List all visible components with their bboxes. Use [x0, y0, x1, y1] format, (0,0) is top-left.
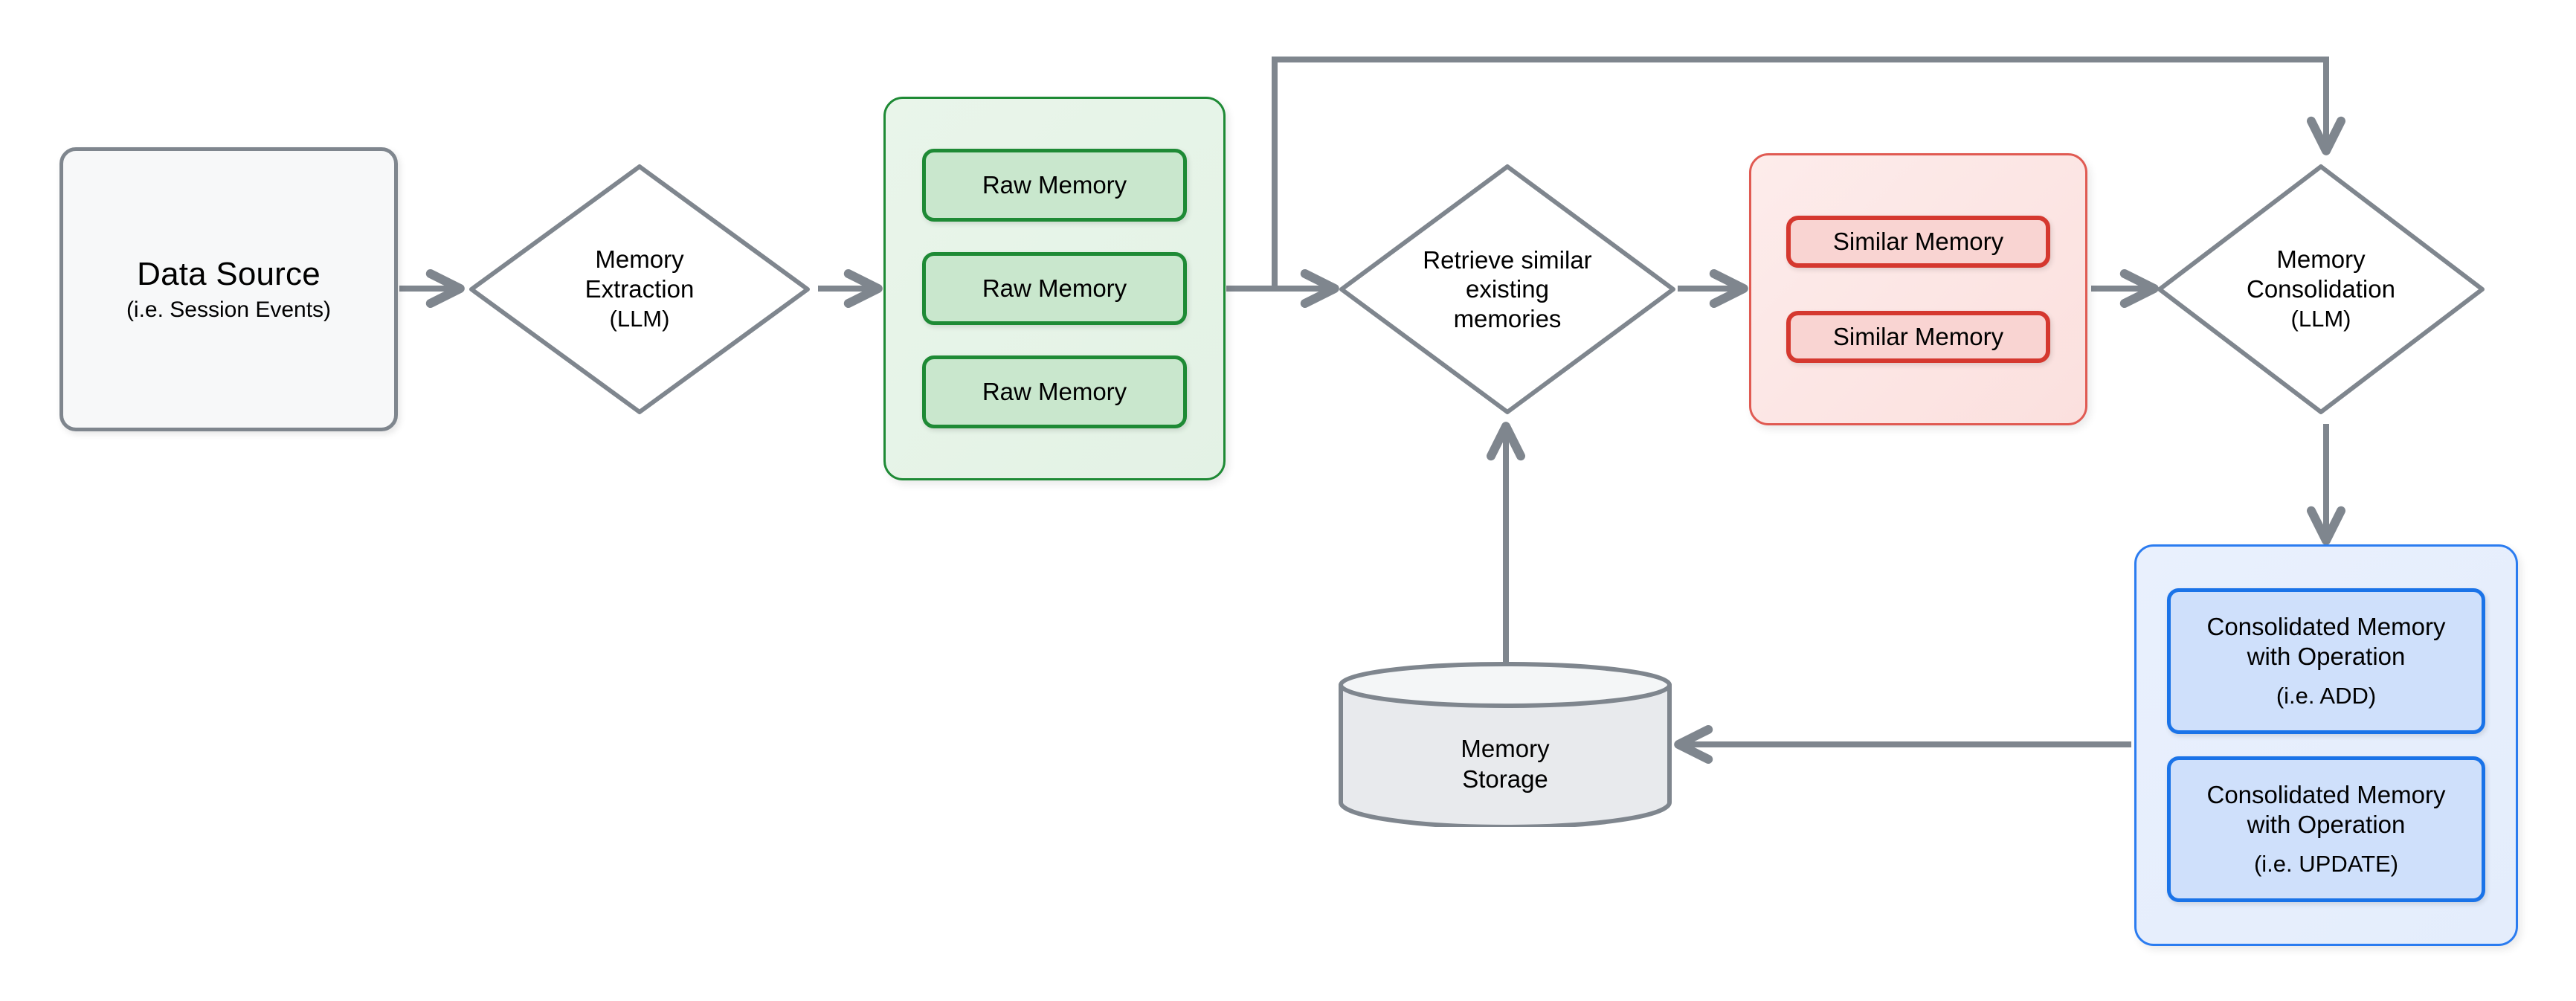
node-memory-extraction[interactable]: Memory Extraction (LLM) — [467, 162, 812, 416]
memory-storage-label: Memory Storage — [1337, 701, 1673, 827]
retrieve-similar-title-line2: existing — [1466, 275, 1549, 303]
raw-memory-label: Raw Memory — [982, 170, 1127, 199]
consolidated-memory-line1: Consolidated Memory — [2206, 780, 2446, 808]
retrieve-similar-title-line3: memories — [1453, 304, 1562, 332]
chip-similar-memory[interactable]: Similar Memory — [1786, 311, 2050, 364]
diamond-shape-memory-extraction — [469, 164, 810, 414]
group-raw-memory[interactable]: Raw Memory Raw Memory Raw Memory — [883, 97, 1226, 480]
chip-consolidated-memory-add[interactable]: Consolidated Memory with Operation (i.e.… — [2167, 588, 2485, 734]
memory-consolidation-title-line1: Memory — [2276, 245, 2366, 274]
memory-storage-title-line1: Memory — [1461, 734, 1550, 762]
node-retrieve-similar-memories[interactable]: Retrieve similar existing memories — [1337, 162, 1678, 416]
similar-memory-label: Similar Memory — [1832, 227, 2004, 255]
retrieve-similar-title-line1: Retrieve similar — [1423, 245, 1592, 274]
node-memory-consolidation[interactable]: Memory Consolidation (LLM) — [2155, 162, 2487, 416]
chip-raw-memory[interactable]: Raw Memory — [922, 149, 1187, 222]
chip-consolidated-memory-update[interactable]: Consolidated Memory with Operation (i.e.… — [2167, 756, 2485, 902]
consolidated-memory-operation: (i.e. ADD) — [2276, 683, 2377, 709]
memory-extraction-subtitle: (LLM) — [609, 306, 670, 332]
data-source-title: Data Source — [137, 256, 321, 293]
consolidated-memory-line2: with Operation — [2247, 643, 2406, 671]
node-memory-storage[interactable]: Memory Storage — [1337, 660, 1673, 827]
node-data-source[interactable]: Data Source (i.e. Session Events) — [59, 147, 398, 431]
group-similar-memory[interactable]: Similar Memory Similar Memory — [1749, 153, 2087, 425]
memory-consolidation-title-line2: Consolidation — [2247, 274, 2395, 303]
consolidated-memory-operation: (i.e. UPDATE) — [2253, 851, 2399, 878]
raw-memory-label: Raw Memory — [982, 274, 1127, 302]
chip-similar-memory[interactable]: Similar Memory — [1786, 215, 2050, 268]
similar-memory-label: Similar Memory — [1832, 323, 2004, 351]
consolidated-memory-line1: Consolidated Memory — [2206, 612, 2446, 640]
cylinder-shape-memory-storage — [1339, 662, 1672, 827]
diamond-shape-retrieve-similar — [1339, 164, 1675, 414]
memory-consolidation-subtitle: (LLM) — [2290, 306, 2351, 332]
memory-consolidation-label: Memory Consolidation (LLM) — [2195, 162, 2447, 416]
memory-extraction-label: Memory Extraction (LLM) — [509, 162, 771, 416]
retrieve-similar-label: Retrieve similar existing memories — [1378, 162, 1637, 416]
group-consolidated-memory[interactable]: Consolidated Memory with Operation (i.e.… — [2134, 544, 2518, 946]
diamond-shape-memory-consolidation — [2157, 164, 2485, 414]
data-source-subtitle: (i.e. Session Events) — [126, 297, 332, 322]
chip-raw-memory[interactable]: Raw Memory — [922, 252, 1187, 325]
memory-storage-title-line2: Storage — [1462, 765, 1548, 793]
consolidated-memory-line2: with Operation — [2247, 811, 2406, 839]
raw-memory-label: Raw Memory — [982, 377, 1127, 405]
memory-extraction-title-line2: Extraction — [585, 274, 695, 303]
chip-raw-memory[interactable]: Raw Memory — [922, 355, 1187, 428]
memory-extraction-title-line1: Memory — [595, 245, 684, 274]
